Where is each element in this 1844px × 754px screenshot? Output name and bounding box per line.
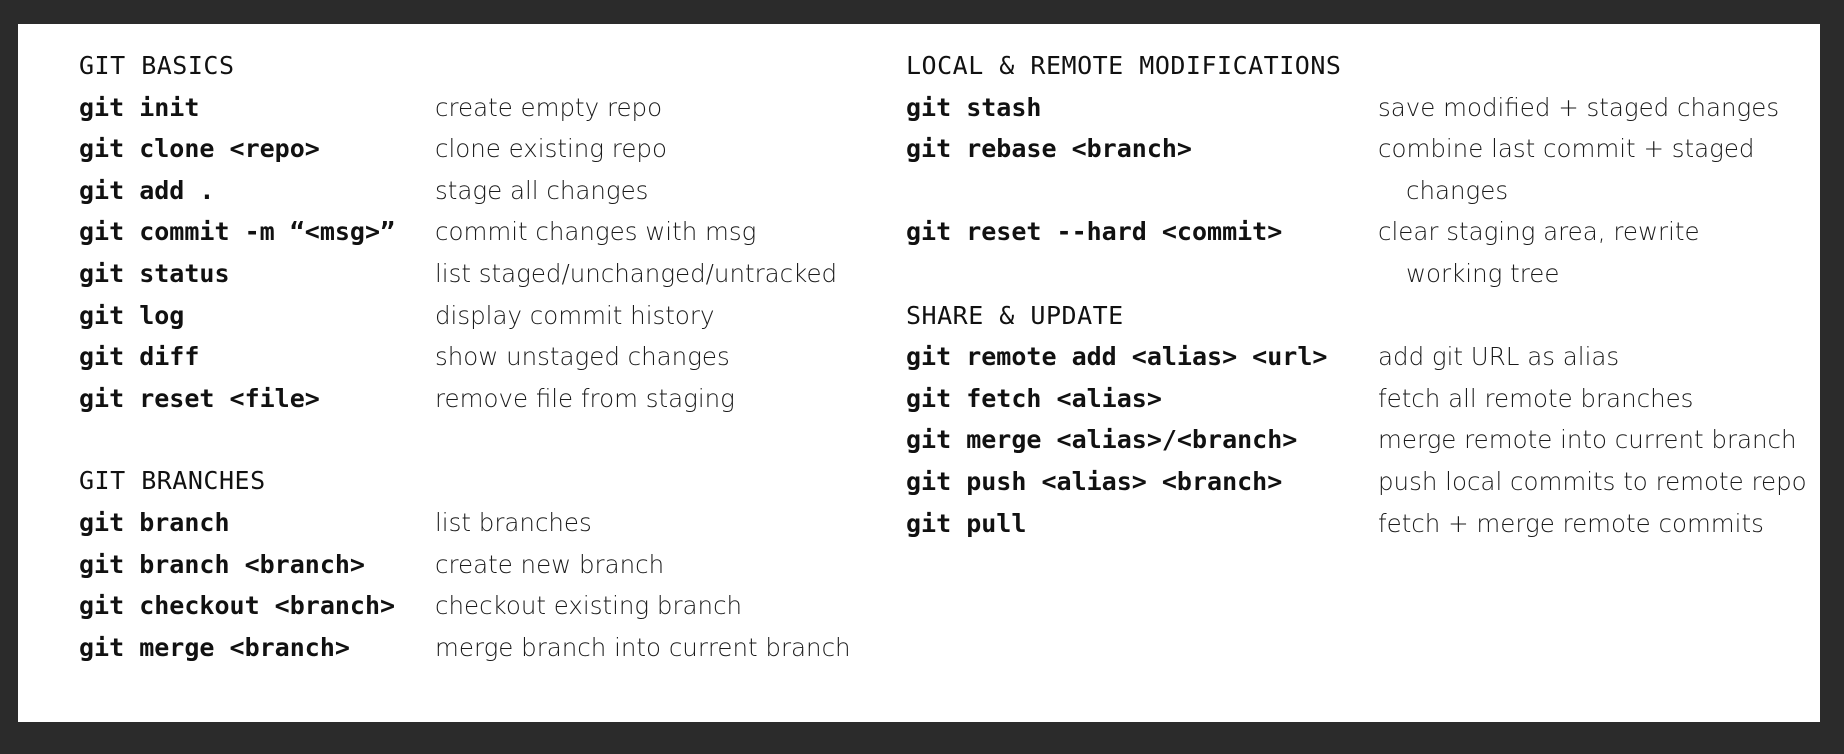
command-row: git reset <file> remove file from stagin… bbox=[79, 378, 851, 420]
command-row: git commit -m “<msg>” commit changes wit… bbox=[79, 211, 851, 253]
command-row: git reset --hard <commit> clear staging … bbox=[906, 211, 1807, 294]
command-row: git add . stage all changes bbox=[79, 170, 851, 212]
description-continuation: working tree bbox=[1406, 258, 1560, 288]
command-row: git push <alias> <branch> push local com… bbox=[906, 461, 1807, 503]
description: push local commits to remote repo bbox=[1378, 466, 1807, 496]
description-line: combine last commit + staged bbox=[1378, 134, 1755, 164]
command: git reset <file> bbox=[79, 383, 320, 413]
command-row: git log display commit history bbox=[79, 295, 851, 337]
command-row: git init create empty repo bbox=[79, 87, 851, 129]
command: git diff bbox=[79, 342, 200, 372]
command: git commit -m “<msg>” bbox=[79, 217, 396, 247]
command: git remote add <alias> <url> bbox=[906, 342, 1328, 372]
command: git branch bbox=[79, 507, 230, 537]
description: combine last commit + staged changes bbox=[1378, 128, 1754, 211]
command-row: git rebase <branch> combine last commit … bbox=[906, 128, 1807, 211]
command: git branch <branch> bbox=[79, 549, 365, 579]
description: show unstaged changes bbox=[435, 342, 730, 372]
command-row: git clone <repo> clone existing repo bbox=[79, 128, 851, 170]
description: fetch all remote branches bbox=[1378, 383, 1694, 413]
command-row: git status list staged/unchanged/untrack… bbox=[79, 253, 851, 295]
description: commit changes with msg bbox=[435, 217, 757, 247]
command: git merge <branch> bbox=[79, 632, 350, 662]
description: list branches bbox=[435, 507, 592, 537]
command: git fetch <alias> bbox=[906, 383, 1162, 413]
description: merge remote into current branch bbox=[1378, 425, 1797, 455]
section-heading: SHARE & UPDATE bbox=[906, 300, 1124, 330]
section-heading: GIT BASICS bbox=[79, 51, 235, 80]
section-heading: LOCAL & REMOTE MODIFICATIONS bbox=[906, 51, 1342, 80]
description: stage all changes bbox=[435, 175, 649, 205]
command: git rebase <branch> bbox=[906, 134, 1192, 164]
description: checkout existing branch bbox=[435, 591, 743, 621]
command-row: git merge <branch> merge branch into cur… bbox=[79, 627, 851, 669]
command-row: git checkout <branch> checkout existing … bbox=[79, 585, 851, 627]
description: remove file from staging bbox=[435, 383, 735, 413]
command-row: git branch list branches bbox=[79, 502, 851, 544]
command: git log bbox=[79, 300, 185, 330]
command-row: git merge <alias>/<branch> merge remote … bbox=[906, 419, 1807, 461]
description: create empty repo bbox=[435, 92, 663, 122]
command-row: git fetch <alias> fetch all remote branc… bbox=[906, 378, 1807, 420]
description: clear staging area, rewrite working tree bbox=[1378, 211, 1700, 294]
command-row: git diff show unstaged changes bbox=[79, 336, 851, 378]
description: save modified + staged changes bbox=[1378, 92, 1780, 122]
command: git stash bbox=[906, 92, 1042, 122]
description-continuation: changes bbox=[1406, 175, 1509, 205]
description: fetch + merge remote commits bbox=[1378, 508, 1764, 538]
left-column: GIT BASICS git init create empty repo gi… bbox=[79, 45, 851, 668]
description: clone existing repo bbox=[435, 134, 667, 164]
command: git checkout <branch> bbox=[79, 591, 396, 621]
section-git-basics: GIT BASICS git init create empty repo gi… bbox=[79, 45, 851, 419]
section-local-remote-modifications: LOCAL & REMOTE MODIFICATIONS git stash s… bbox=[906, 45, 1807, 295]
command: git add . bbox=[79, 175, 215, 205]
command: git push <alias> <branch> bbox=[906, 466, 1283, 496]
command: git status bbox=[79, 258, 230, 288]
description: merge branch into current branch bbox=[435, 632, 851, 662]
cheat-sheet: GIT BASICS git init create empty repo gi… bbox=[18, 24, 1820, 722]
command-row: git stash save modified + staged changes bbox=[906, 87, 1807, 129]
section-heading: GIT BRANCHES bbox=[79, 466, 266, 496]
command: git pull bbox=[906, 508, 1027, 538]
command: git reset --hard <commit> bbox=[906, 217, 1283, 247]
command-row: git remote add <alias> <url> add git URL… bbox=[906, 336, 1807, 378]
command-row: git branch <branch> create new branch bbox=[79, 544, 851, 586]
section-share-update: SHARE & UPDATE git remote add <alias> <u… bbox=[906, 295, 1807, 545]
description: create new branch bbox=[435, 549, 665, 579]
description: list staged/unchanged/untracked bbox=[435, 258, 838, 288]
description-line: clear staging area, rewrite bbox=[1378, 217, 1700, 247]
description: display commit history bbox=[435, 300, 715, 330]
command: git clone <repo> bbox=[79, 134, 320, 164]
command: git merge <alias>/<branch> bbox=[906, 425, 1298, 455]
command-row: git pull fetch + merge remote commits bbox=[906, 503, 1807, 545]
section-git-branches: GIT BRANCHES git branch list branches gi… bbox=[79, 460, 851, 668]
description: add git URL as alias bbox=[1378, 342, 1620, 372]
command: git init bbox=[79, 92, 200, 122]
right-column: LOCAL & REMOTE MODIFICATIONS git stash s… bbox=[906, 45, 1807, 544]
